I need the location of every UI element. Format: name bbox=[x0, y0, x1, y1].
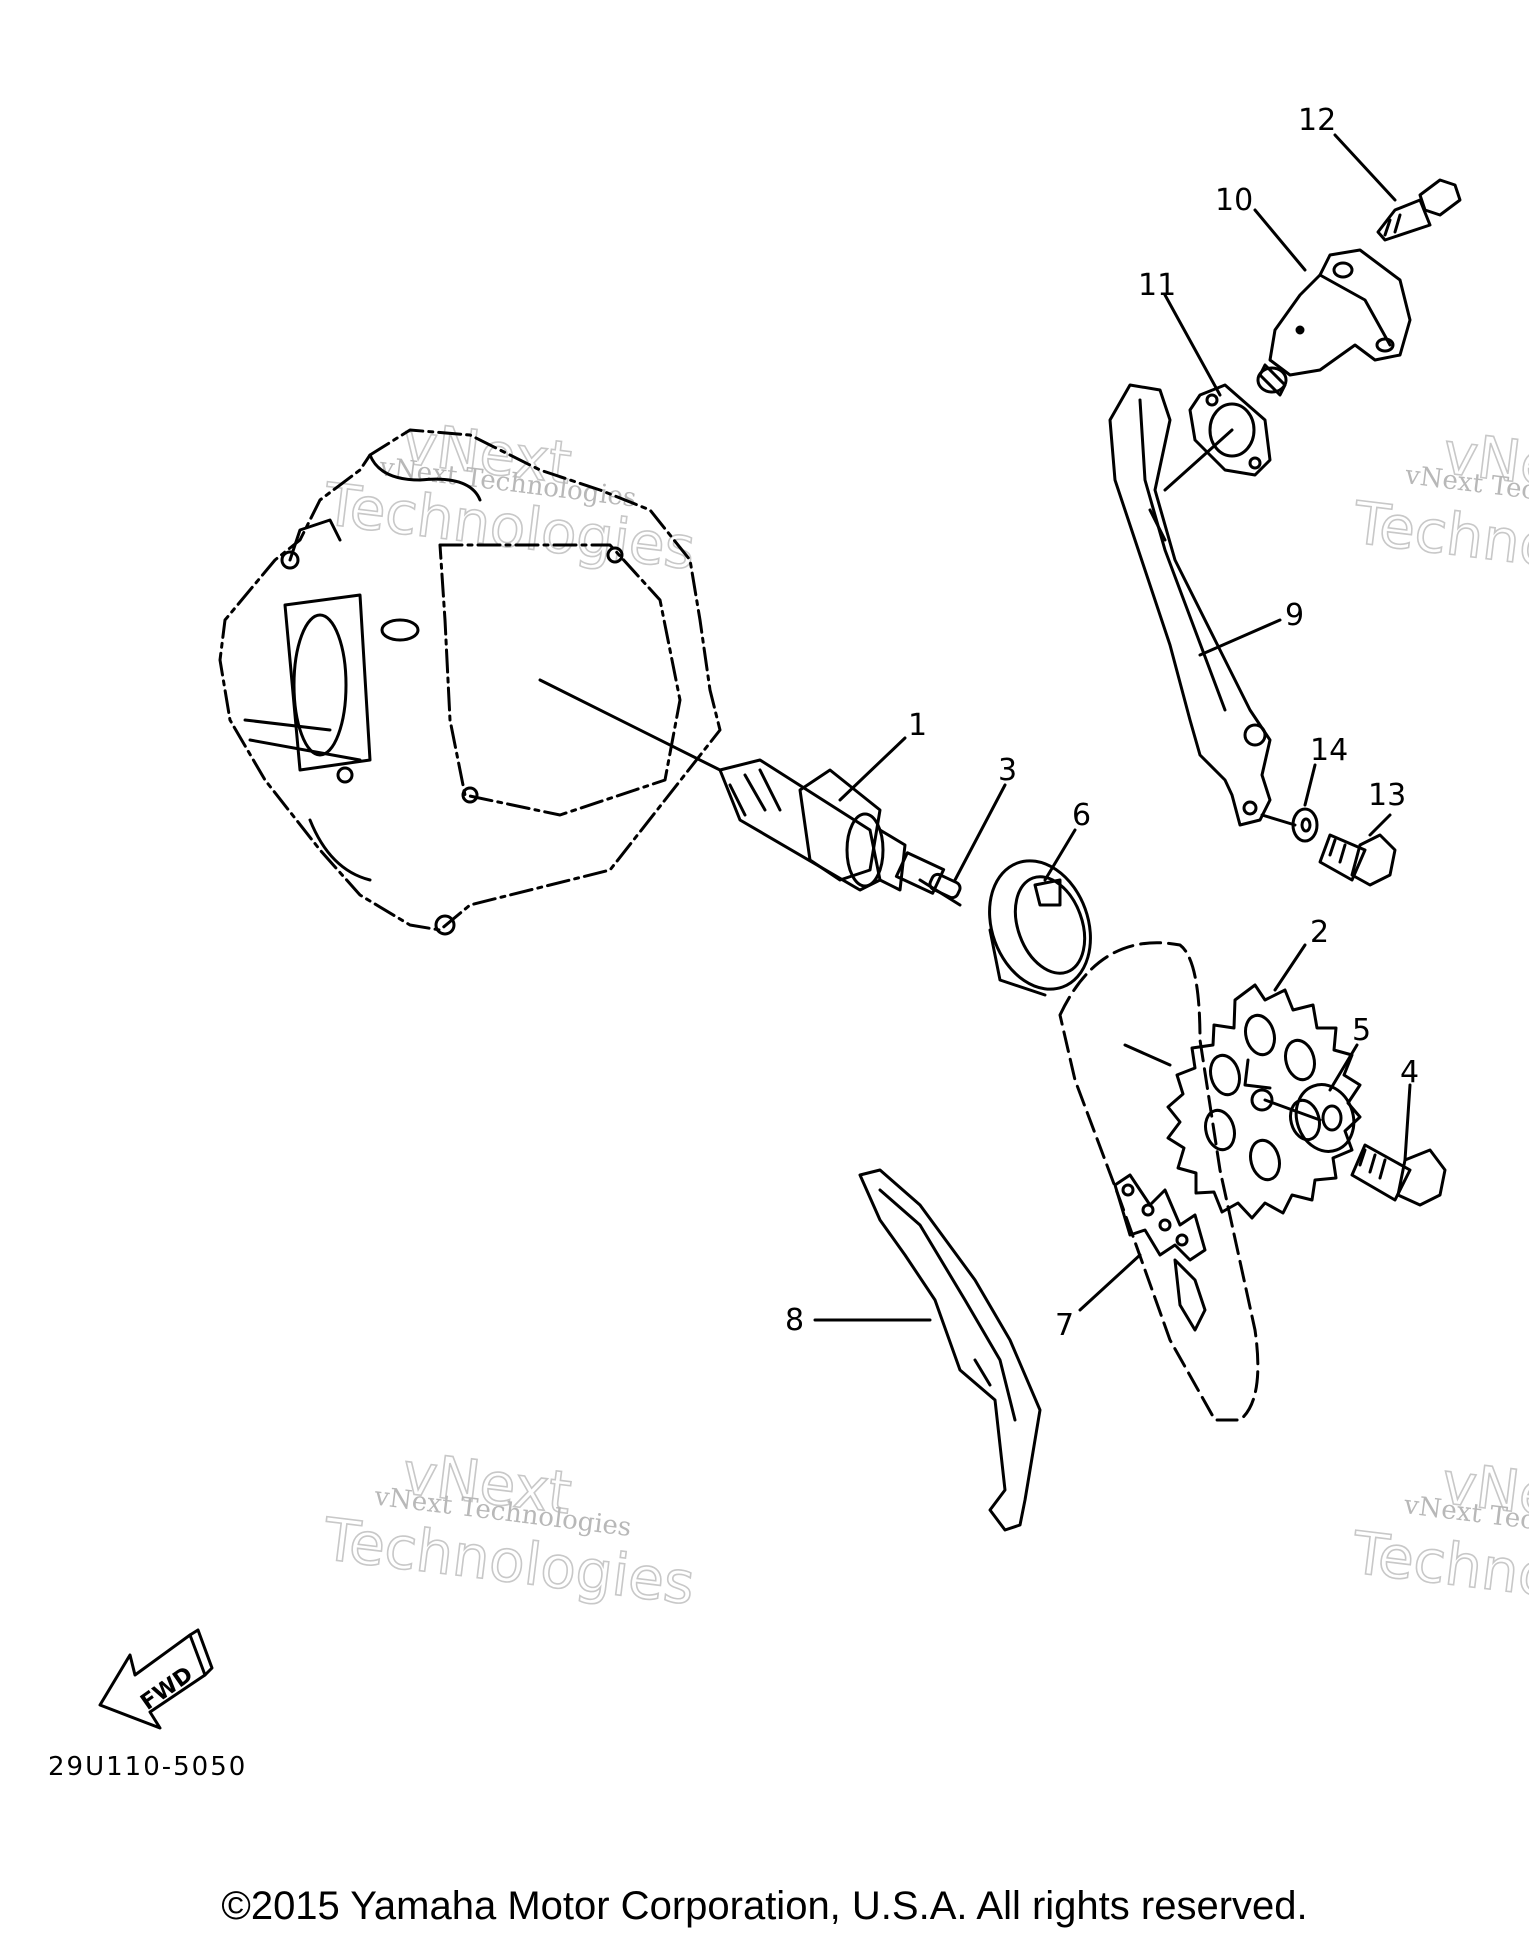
bolt-12 bbox=[1376, 178, 1462, 242]
watermark-2: vNext Technologies vNext Technologies bbox=[318, 1438, 699, 1618]
washer bbox=[1294, 1083, 1356, 1153]
washer-14 bbox=[1291, 807, 1319, 843]
copyright-notice: ©2015 Yamaha Motor Corporation, U.S.A. A… bbox=[221, 1884, 1308, 1928]
leader-14 bbox=[1303, 763, 1317, 807]
leader-3 bbox=[953, 783, 1007, 882]
callout-5: 5 bbox=[1352, 1013, 1371, 1048]
watermark-3: vNext Technologies vNext Technologies bbox=[1348, 418, 1529, 602]
leader-10 bbox=[1253, 208, 1307, 272]
leader-gasket bbox=[1163, 428, 1234, 492]
leader-head bbox=[538, 678, 722, 772]
callout-10: 10 bbox=[1215, 183, 1253, 218]
fwd-arrow-icon bbox=[98, 1628, 214, 1730]
chain-guide-upper bbox=[1108, 383, 1272, 827]
leader-5 bbox=[1328, 1043, 1359, 1092]
callout-11: 11 bbox=[1138, 268, 1176, 303]
leader-9 bbox=[1198, 618, 1282, 657]
chain-guide-lower bbox=[858, 1168, 1042, 1532]
leader-sprocket-left bbox=[1123, 1043, 1172, 1067]
callout-3: 3 bbox=[998, 753, 1017, 788]
callout-14: 14 bbox=[1310, 733, 1348, 768]
leader-13 bbox=[1368, 813, 1392, 837]
cylinder-head bbox=[218, 428, 722, 936]
cam-sprocket bbox=[1166, 983, 1362, 1220]
leader-12 bbox=[1333, 133, 1397, 202]
leader-6 bbox=[1043, 828, 1077, 882]
leader-11 bbox=[1163, 293, 1222, 397]
callout-7: 7 bbox=[1055, 1308, 1074, 1343]
watermark-4: vNext Technologies vNext Technologies bbox=[1347, 1448, 1529, 1632]
callout-1: 1 bbox=[908, 708, 927, 743]
decompressor bbox=[988, 859, 1092, 997]
cam-chain-tensioner bbox=[1256, 248, 1412, 397]
dowel-pin bbox=[928, 872, 962, 900]
leader-sprocket-bolt bbox=[1263, 1098, 1322, 1122]
callout-12: 12 bbox=[1298, 103, 1336, 138]
watermark-big-8: Technologies bbox=[1348, 1518, 1529, 1631]
diagram-code: 29U110-5050 bbox=[48, 1752, 247, 1782]
callout-2: 2 bbox=[1310, 915, 1329, 950]
fwd-label: FWD bbox=[136, 1662, 197, 1715]
callout-8: 8 bbox=[785, 1303, 804, 1338]
gasket bbox=[1188, 383, 1272, 477]
leader-washer-14 bbox=[1260, 813, 1297, 827]
leader-2 bbox=[1273, 943, 1307, 992]
callout-13: 13 bbox=[1368, 778, 1406, 813]
callout-6: 6 bbox=[1072, 798, 1091, 833]
cam-chain bbox=[1058, 941, 1260, 1422]
leader-7 bbox=[1078, 1253, 1142, 1312]
watermark-big-6: Technologies bbox=[1349, 488, 1529, 601]
callout-4: 4 bbox=[1400, 1055, 1419, 1090]
callout-9: 9 bbox=[1285, 598, 1304, 633]
bolt-4 bbox=[1350, 1143, 1447, 1207]
leader-4 bbox=[1403, 1083, 1412, 1162]
bolt-13 bbox=[1318, 833, 1397, 887]
watermark-1: vNext Technologies vNext Technologies bbox=[319, 408, 700, 583]
camshaft bbox=[718, 758, 962, 907]
leader-1 bbox=[838, 736, 907, 802]
